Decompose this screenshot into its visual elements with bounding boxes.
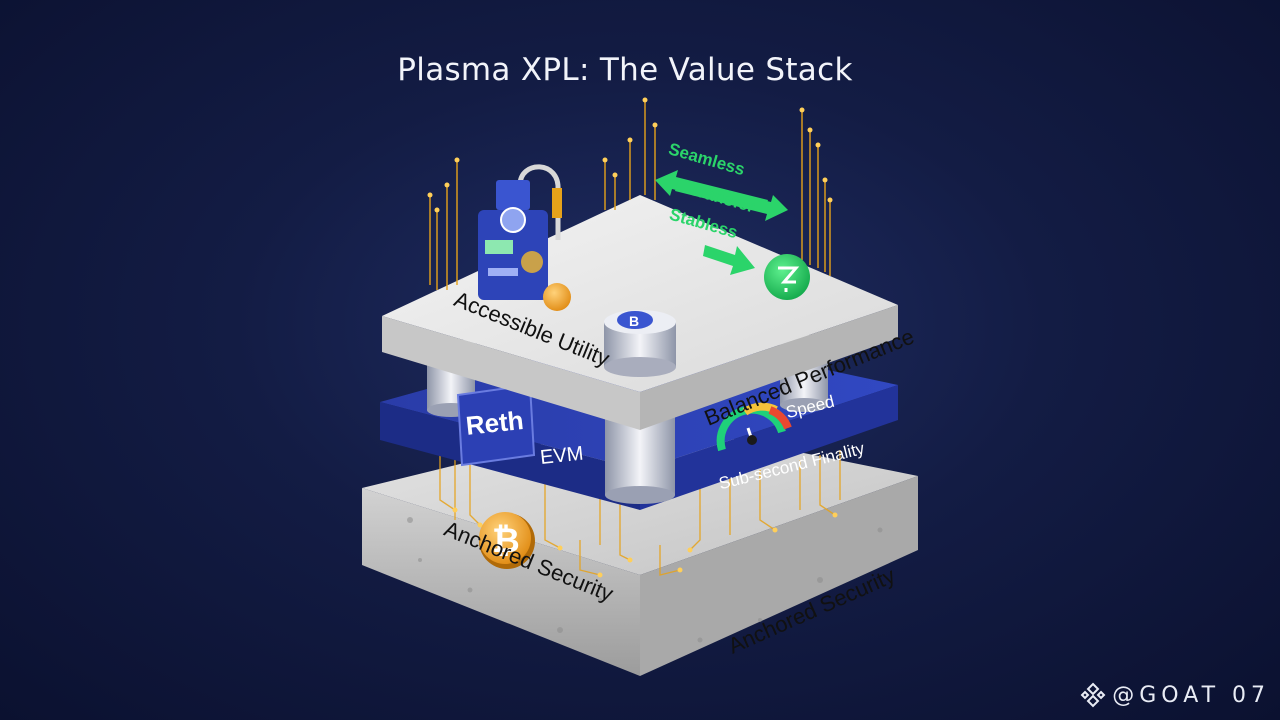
evm-label: EVM	[539, 443, 584, 469]
green-plasma-coin-icon	[764, 254, 810, 300]
watermark: @GOAT 07	[1080, 682, 1270, 708]
bitcoin-coin-icon: ₿	[479, 512, 535, 569]
page-title: Plasma XPL: The Value Stack	[397, 52, 853, 88]
bitcoin-glyph: ₿	[492, 521, 520, 561]
speedometer-icon	[716, 402, 792, 452]
bi-directional-arrow-icon	[655, 170, 788, 221]
small-gold-coin-icon	[543, 283, 571, 311]
circuit-dots	[452, 507, 838, 578]
watermark-text: @GOAT 07	[1112, 682, 1270, 708]
top-layer	[382, 195, 898, 430]
flow-label-seamless: Seamless	[666, 139, 747, 179]
atm-machine-icon	[478, 164, 562, 300]
reth-badge: Reth	[456, 383, 536, 467]
top-circuit-dots	[427, 97, 833, 213]
top-circuit-wires	[429, 100, 831, 290]
right-arrow-icon	[703, 245, 755, 275]
binance-logo-icon	[1080, 682, 1106, 708]
blue-token-glyph: B	[629, 313, 639, 329]
blue-token-icon: B	[604, 310, 676, 377]
reth-label: Reth	[464, 405, 525, 441]
